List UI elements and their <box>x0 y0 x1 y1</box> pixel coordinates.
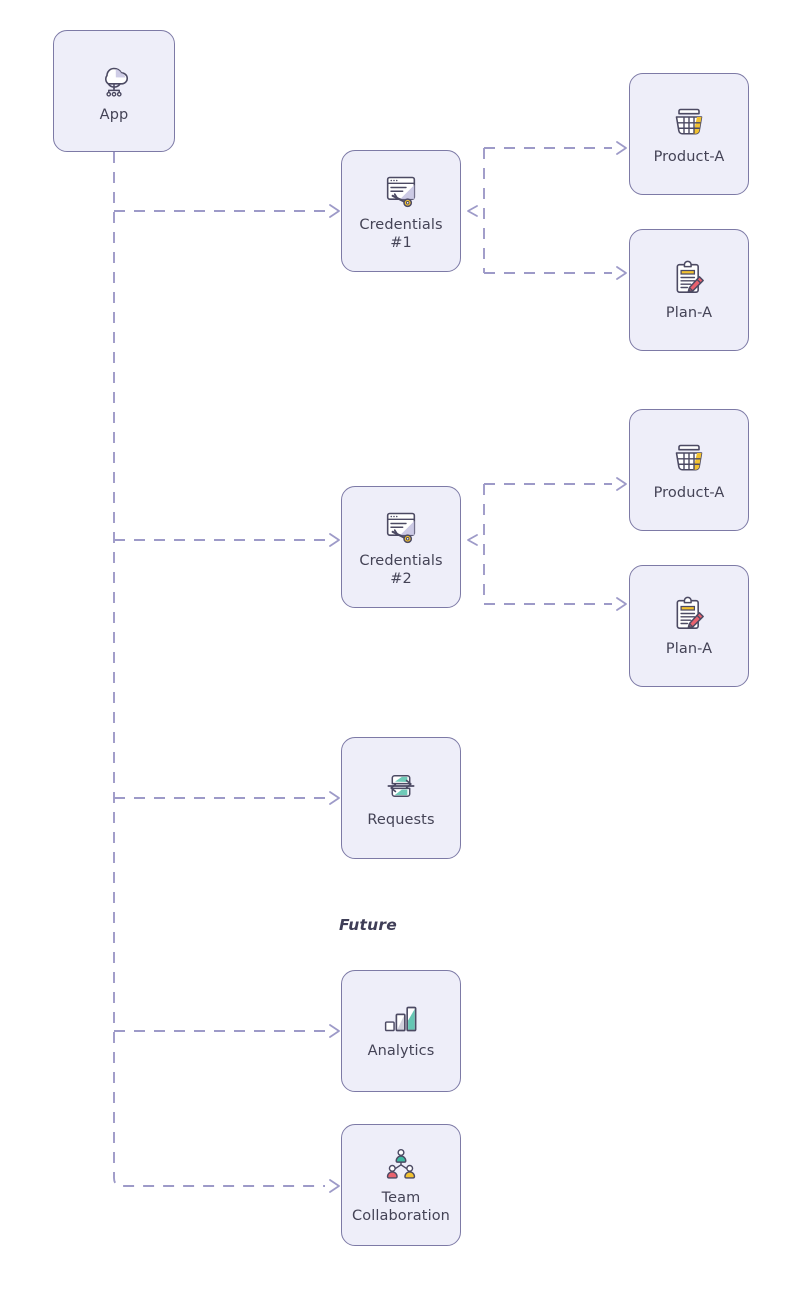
arrowhead-requests <box>329 791 340 805</box>
node-team-collaboration[interactable]: Team Collaboration <box>341 1124 461 1246</box>
node-label-product-a-2: Product-A <box>653 484 725 501</box>
team-people-icon <box>382 1145 420 1183</box>
node-label-credentials-2: Credentials #2 <box>359 552 443 587</box>
node-requests[interactable]: Requests <box>341 737 461 859</box>
node-plan-a-1[interactable]: Plan-A <box>629 229 749 351</box>
clipboard-pencil-icon <box>669 594 709 634</box>
node-label-plan-a-2: Plan-A <box>665 640 713 657</box>
node-label-plan-a-1: Plan-A <box>665 304 713 321</box>
node-credentials-2[interactable]: Credentials #2 <box>341 486 461 608</box>
arrowhead-credentials-1-return <box>467 205 478 217</box>
node-label-analytics: Analytics <box>367 1042 435 1059</box>
node-product-a-1[interactable]: Product-A <box>629 73 749 195</box>
arrowhead-product-a-1 <box>616 141 627 155</box>
shopping-basket-icon <box>669 102 709 142</box>
node-credentials-1[interactable]: Credentials #1 <box>341 150 461 272</box>
node-label-team-collaboration: Team Collaboration <box>352 1189 450 1224</box>
section-label-future: Future <box>339 916 397 934</box>
arrowhead-product-a-2 <box>616 477 627 491</box>
arrowhead-analytics <box>329 1024 340 1038</box>
arrowhead-credentials-1 <box>329 204 340 218</box>
node-label-requests: Requests <box>367 811 435 828</box>
node-label-app: App <box>99 106 129 123</box>
node-label-product-a-1: Product-A <box>653 148 725 165</box>
sync-exchange-icon <box>382 767 420 805</box>
arrowhead-credentials-2-return <box>467 534 478 546</box>
shopping-basket-icon <box>669 438 709 478</box>
arrowhead-plan-a-1 <box>616 266 627 280</box>
arrowhead-credentials-2 <box>329 533 340 547</box>
browser-key-icon <box>381 506 421 546</box>
node-label-credentials-1: Credentials #1 <box>359 216 443 251</box>
node-product-a-2[interactable]: Product-A <box>629 409 749 531</box>
arrowhead-plan-a-2 <box>616 597 627 611</box>
node-analytics[interactable]: Analytics <box>341 970 461 1092</box>
edge-trunk-vertical <box>113 152 325 1187</box>
node-plan-a-2[interactable]: Plan-A <box>629 565 749 687</box>
bar-chart-icon <box>381 1002 421 1036</box>
arrowhead-team-collaboration <box>329 1179 340 1193</box>
node-app[interactable]: App <box>53 30 175 152</box>
clipboard-pencil-icon <box>669 258 709 298</box>
browser-key-icon <box>381 170 421 210</box>
cloud-network-icon <box>93 58 135 100</box>
